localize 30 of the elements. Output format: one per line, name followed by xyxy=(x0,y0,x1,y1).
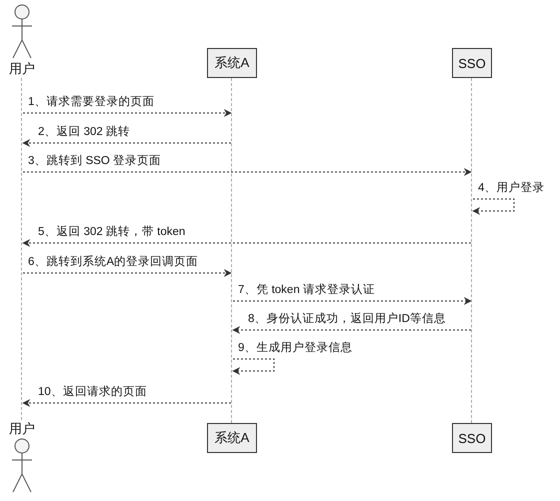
message-arrow xyxy=(22,139,232,147)
actor xyxy=(9,420,35,494)
message-arrow xyxy=(232,326,472,334)
message-arrow xyxy=(22,269,232,277)
edge-label: 6、跳转到系统A的登录回调页面 xyxy=(28,256,198,269)
edge-label: 5、返回 302 跳转，带 token xyxy=(38,226,186,239)
message-arrow xyxy=(22,399,232,407)
actor-label: 用户 xyxy=(9,420,35,438)
message-arrow xyxy=(22,239,472,247)
edge-label: 2、返回 302 跳转 xyxy=(38,126,130,139)
actor-label: 用户 xyxy=(9,60,35,78)
lifeline xyxy=(471,78,474,423)
self-message-arrow xyxy=(472,198,514,215)
participant-box: 系统A xyxy=(207,423,257,453)
participant-box: 系统A xyxy=(207,48,257,78)
edge-label: 4、用户登录 xyxy=(478,182,544,195)
lifeline xyxy=(231,78,234,423)
message-arrow xyxy=(232,297,472,305)
edge-label: 9、生成用户登录信息 xyxy=(238,342,352,355)
edge-label: 3、跳转到 SSO 登录页面 xyxy=(28,155,162,168)
lifeline xyxy=(21,78,24,420)
edge-label: 8、身份认证成功，返回用户ID等信息 xyxy=(248,313,446,326)
edge-label: 1、请求需要登录的页面 xyxy=(28,96,154,109)
edge-label: 10、返回请求的页面 xyxy=(38,386,147,399)
message-arrow xyxy=(22,168,472,176)
edge-label: 7、凭 token 请求登录认证 xyxy=(238,284,375,297)
self-message-arrow xyxy=(232,358,274,375)
participant-box: SSO xyxy=(452,48,492,78)
message-arrow xyxy=(22,109,232,117)
participant-box: SSO xyxy=(452,423,492,453)
